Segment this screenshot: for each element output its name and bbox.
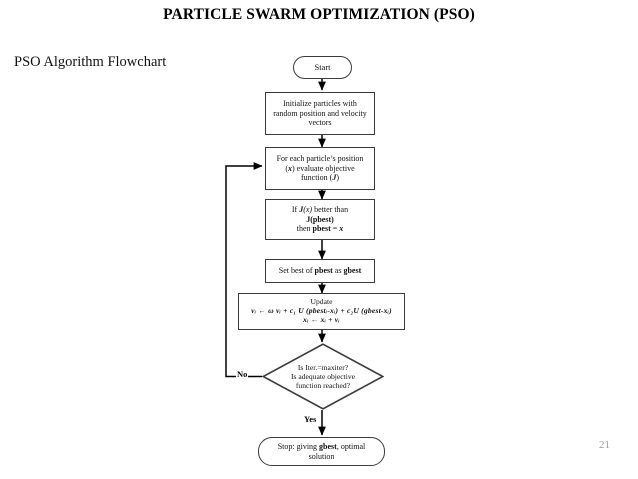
evaluate-line-1: For each particle’s position — [276, 154, 364, 164]
gbest-bold-gbest: gbest — [343, 266, 362, 276]
init-line-1: Initialize particles with — [283, 99, 357, 109]
flow-node-stop: Stop: giving gbest, optimal solution — [258, 437, 385, 466]
flow-node-decision: Is Iter.=maxiter? Is adequate objective … — [262, 343, 384, 410]
evaluate-line-3-pre: function ( — [301, 173, 333, 183]
decision-line-2: Is adequate objective — [290, 371, 356, 381]
flow-node-start: Start — [293, 56, 352, 79]
flow-node-set-gbest: Set best of pbest as gbest — [265, 259, 375, 283]
evaluate-line-2-pre: ( — [285, 163, 289, 173]
flow-node-initialize: Initialize particles with random positio… — [265, 92, 375, 135]
pbest-j-symbol: J — [299, 205, 304, 215]
page-number: 21 — [599, 439, 610, 451]
flow-node-set-gbest-label: Set best of pbest as gbest — [266, 266, 374, 275]
update-formula-position: xᵢ ← xᵢ + vᵢ — [303, 314, 340, 324]
pbest-line-1-pre: If — [291, 205, 300, 215]
pbest-italic-x: x — [339, 224, 344, 234]
decision-line-1: Is Iter.=maxiter? — [297, 362, 349, 372]
decision-line-3: function reached? — [295, 381, 351, 391]
edge-label-no: No — [236, 369, 249, 379]
update-formula-velocity: vᵢ ← ω vᵢ + c₁ U (pbestᵢ-xᵢ) + c₂U (gbes… — [251, 306, 392, 316]
evaluate-var-x: x — [288, 163, 293, 173]
slide-subtitle: PSO Algorithm Flowchart — [14, 54, 167, 70]
gbest-pre: Set best of — [278, 266, 315, 276]
stop-line-2: solution — [308, 451, 335, 461]
flow-node-decision-label: Is Iter.=maxiter? Is adequate objective … — [262, 343, 384, 410]
flow-node-initialize-label: Initialize particles with random positio… — [266, 99, 374, 127]
flow-node-start-label: Start — [314, 62, 331, 73]
flow-node-update-pbest-label: If J(x) better than J(pbest) then pbest … — [266, 205, 374, 233]
stop-bold-gbest: gbest — [319, 442, 337, 452]
flow-node-evaluate-label: For each particle’s position (x) evaluat… — [266, 154, 374, 182]
evaluate-line-2-post: ) evaluate objective — [292, 163, 355, 173]
pbest-line-1-post: better than — [312, 205, 349, 215]
page-title: PARTICLE SWARM OPTIMIZATION (PSO) — [163, 6, 475, 23]
update-title: Update — [310, 297, 333, 307]
init-line-2: random position and velocity — [273, 108, 367, 118]
connector-decision-evaluate-feedback — [225, 162, 263, 378]
pbest-bold-pbest: pbest — [312, 224, 331, 234]
edge-label-yes: Yes — [303, 414, 318, 424]
flow-node-stop-label: Stop: giving gbest, optimal solution — [259, 442, 384, 461]
init-line-3: vectors — [308, 118, 332, 128]
evaluate-line-3-post: ) — [336, 173, 339, 183]
pbest-line-3-pre: then — [296, 224, 313, 234]
pbest-equals: = — [330, 224, 340, 234]
pbest-x-symbol: (x) — [303, 205, 313, 215]
pbest-line-2: J(pbest) — [306, 214, 334, 224]
decision-diamond-shape — [262, 343, 384, 410]
flow-node-update-velocity-label: Update vᵢ ← ω vᵢ + c₁ U (pbestᵢ-xᵢ) + c₂… — [239, 297, 404, 325]
stop-pre: Stop: giving — [277, 442, 320, 452]
stop-post: , optimal — [336, 442, 366, 452]
gbest-bold-pbest: pbest — [314, 266, 333, 276]
flow-node-evaluate: For each particle’s position (x) evaluat… — [265, 147, 375, 190]
flow-node-update-velocity: Update vᵢ ← ω vᵢ + c₁ U (pbestᵢ-xᵢ) + c₂… — [238, 293, 405, 330]
flow-node-update-pbest: If J(x) better than J(pbest) then pbest … — [265, 199, 375, 240]
evaluate-var-j: J — [332, 173, 337, 183]
gbest-mid: as — [332, 266, 344, 276]
